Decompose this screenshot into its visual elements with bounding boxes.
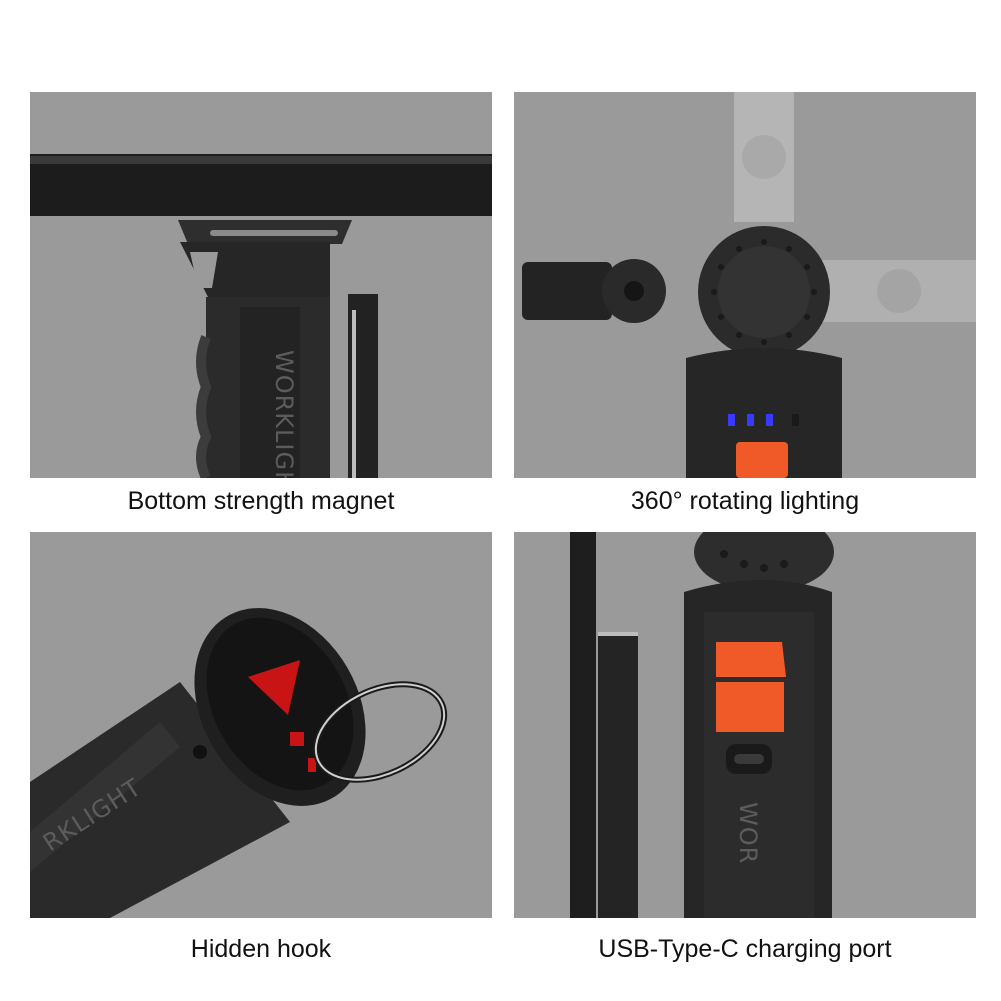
product-photo-usb-c: WOR [514,532,976,918]
caption-hook: Hidden hook [190,935,332,963]
power-button [736,442,788,478]
cap-mark [308,758,316,772]
handle-grip [30,722,180,872]
caption-rotation: 360° rotating lighting [630,487,860,515]
molded-text: WOR [734,802,762,864]
worklight-rotation-illustration [522,92,976,478]
hook-ring-highlight [314,683,446,781]
rotating-head [694,532,834,592]
product-photo-rotation [514,92,976,478]
side-strip-outer [570,532,596,918]
warning-triangle-icon [248,660,300,715]
product-photo-magnet: WORKLIGHT [30,92,492,478]
molded-text: WORKLIGHT [270,350,298,478]
metal-bar-highlight [30,156,492,164]
body [686,348,842,478]
lens-left [624,281,644,301]
lens-dots [711,239,817,345]
side-hole [193,745,207,759]
magnet-cap-rim [210,230,338,236]
handle-grip [196,335,212,478]
rotating-lens [718,246,810,338]
lens-dots [720,550,788,572]
ghost-lens-right [877,269,921,313]
worklight-usb-c-illustration: WOR [570,532,834,918]
mode-button [716,642,786,677]
worklight-hook-illustration: RKLIGHT [30,608,448,918]
worklight-magnet-illustration: WORKLIGHT [30,154,492,478]
ghost-lens-up [742,135,786,179]
hook-slot [190,252,218,288]
battery-indicator [728,414,799,426]
metal-bar [30,154,492,216]
side-strip-inner [598,632,638,918]
recycle-bin-icon [290,732,304,746]
caption-usb-c: USB-Type-C charging port [598,935,892,963]
side-strip-edge [352,310,356,478]
light-head [180,242,330,297]
handle-face [240,307,300,478]
product-photo-hook: RKLIGHT [30,532,492,918]
usb-c-port-inner [734,754,764,764]
caption-magnet: Bottom strength magnet [127,487,395,515]
power-button [716,682,784,732]
head-left [522,262,612,320]
side-strip-edge [598,632,638,636]
